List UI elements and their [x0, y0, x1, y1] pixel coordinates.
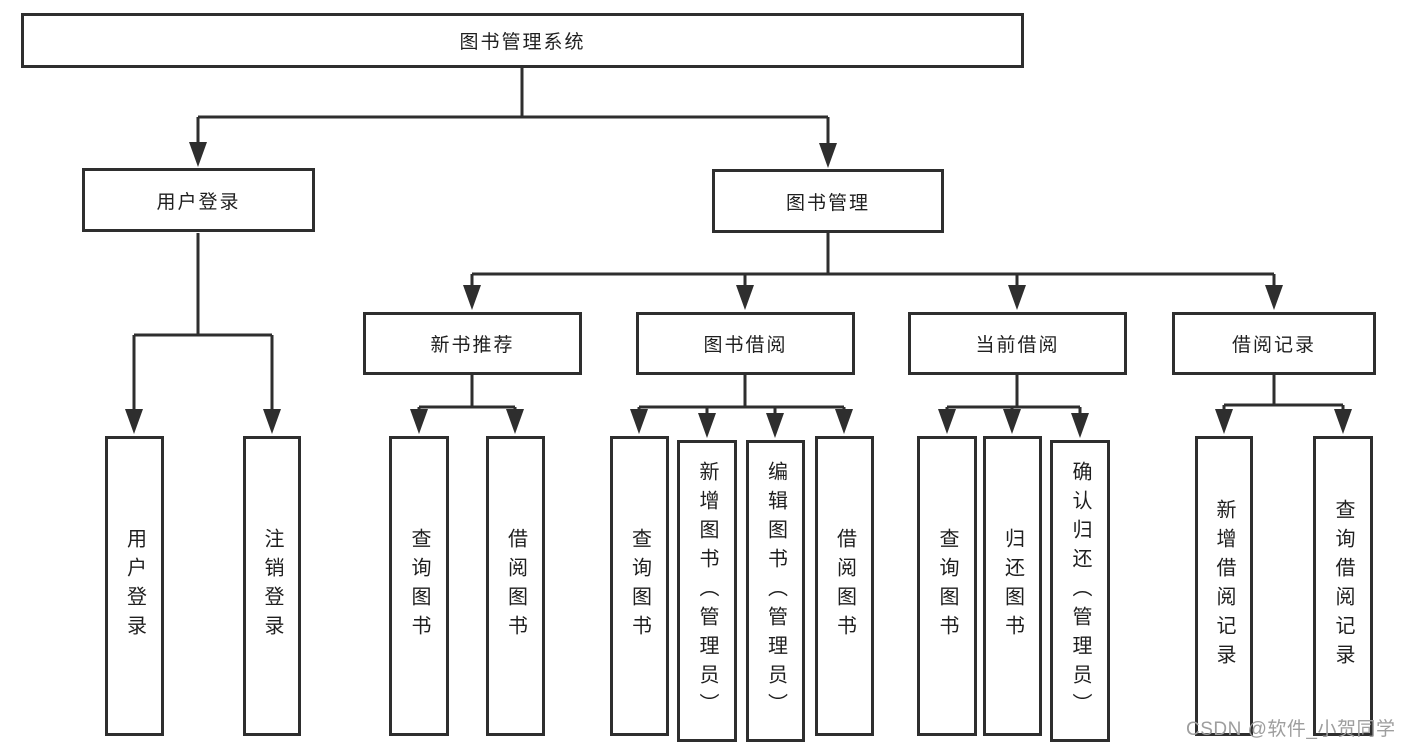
node-label: 查询图书 — [628, 528, 651, 644]
node-borrow-records: 借阅记录 — [1172, 312, 1376, 375]
node-label: 查询图书 — [936, 528, 958, 644]
node-label: 图书借阅 — [703, 335, 788, 356]
node-book-borrow: 图书借阅 — [636, 312, 855, 375]
node-book-management: 图书管理 — [712, 169, 944, 233]
leaf-query-books-recommend: 查询图书 — [389, 436, 449, 736]
node-label: 借阅图书 — [504, 528, 527, 644]
leaf-query-books-borrow: 查询图书 — [610, 436, 669, 736]
leaf-add-borrow-record: 新增借阅记录 — [1195, 436, 1253, 736]
node-label: 图书管理 — [785, 192, 870, 214]
node-new-book-recommend: 新书推荐 — [363, 312, 582, 375]
node-label: 用户登录 — [123, 528, 146, 644]
node-label: 新增图书（管理员） — [696, 460, 718, 722]
leaf-query-books-current: 查询图书 — [917, 436, 977, 736]
leaf-logout: 注销登录 — [243, 436, 301, 736]
node-label: 用户登录 — [156, 191, 241, 213]
leaf-confirm-return-admin: 确认归还（管理员） — [1050, 440, 1110, 742]
watermark: CSDN @软件_小贺同学 — [1186, 719, 1396, 740]
leaf-query-borrow-record: 查询借阅记录 — [1313, 436, 1373, 736]
node-label: 借阅图书 — [833, 528, 856, 644]
node-root: 图书管理系统 — [21, 13, 1024, 68]
node-label: 新增借阅记录 — [1213, 499, 1235, 673]
leaf-borrow-books-recommend: 借阅图书 — [486, 436, 545, 736]
node-label: 归还图书 — [1001, 528, 1024, 644]
leaf-return-books: 归还图书 — [983, 436, 1042, 736]
node-label: 查询图书 — [408, 528, 430, 644]
node-label: 图书管理系统 — [459, 32, 586, 53]
leaf-borrow-books: 借阅图书 — [815, 436, 874, 736]
node-label: 注销登录 — [261, 528, 283, 644]
arrowhead-icons — [125, 142, 1352, 438]
node-current-borrow: 当前借阅 — [908, 312, 1127, 375]
leaf-add-books-admin: 新增图书（管理员） — [677, 440, 737, 742]
leaf-user-login: 用户登录 — [105, 436, 164, 736]
node-label: 编辑图书（管理员） — [764, 460, 787, 722]
node-label: 新书推荐 — [430, 335, 515, 356]
node-label: 确认归还（管理员） — [1069, 460, 1091, 722]
node-user-login: 用户登录 — [82, 168, 315, 232]
node-label: 借阅记录 — [1231, 335, 1316, 356]
node-label: 查询借阅记录 — [1332, 499, 1354, 673]
leaf-edit-books-admin: 编辑图书（管理员） — [746, 440, 805, 742]
node-label: 当前借阅 — [975, 335, 1060, 356]
